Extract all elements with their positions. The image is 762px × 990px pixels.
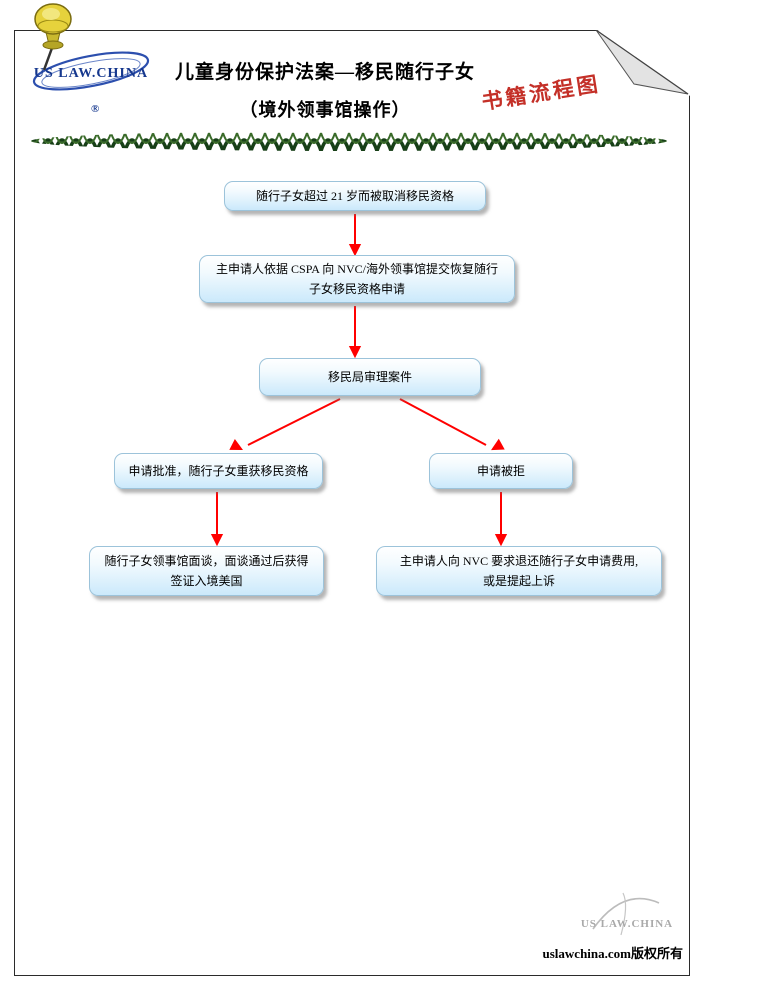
flow-node-text: 随行子女领事馆面谈，面谈通过后获得 (104, 554, 309, 568)
flow-node-text: 签证入境美国 (170, 574, 243, 588)
flow-node-text: 主申请人向 NVC 要求退还随行子女申请费用, (399, 554, 639, 568)
watermark-logo: US LAW.CHINA (563, 885, 687, 947)
flow-node-petition: 主申请人依据 CSPA 向 NVC/海外领事馆提交恢复随行 子女移民资格申请 (199, 255, 515, 303)
logo-text: US LAW.CHINA (34, 66, 148, 81)
logo: US LAW.CHINA ® (27, 41, 159, 125)
divider-rope-icon (31, 131, 667, 151)
flow-node-text: 主申请人依据 CSPA 向 NVC/海外领事馆提交恢复随行 (216, 262, 498, 276)
flow-node-text: 子女移民资格申请 (308, 282, 405, 296)
flow-node-text: 移民局审理案件 (327, 370, 412, 384)
watermark-swoosh-icon: US LAW.CHINA (581, 892, 673, 936)
registered-mark: ® (91, 103, 100, 115)
page: US LAW.CHINA ® 儿童身份保护法案—移民随行子女 （境外领事馆操作）… (14, 30, 690, 976)
flow-arrows (210, 214, 508, 547)
flow-node-approved: 申请批准，随行子女重获移民资格 (114, 453, 323, 489)
arrow-2 (348, 306, 362, 359)
logo-swoosh-icon: US LAW.CHINA (32, 51, 150, 91)
flow-node-disqualified: 随行子女超过 21 岁而被取消移民资格 (224, 181, 486, 211)
title-line-2: （境外领事馆操作） (239, 100, 411, 120)
copyright-text: uslawchina.com版权所有 (542, 946, 683, 961)
page-title: 儿童身份保护法案—移民随行子女 （境外领事馆操作） (150, 57, 500, 122)
flow-node-denied: 申请被拒 (429, 453, 573, 489)
flow-node-text: 申请批准，随行子女重获移民资格 (128, 464, 309, 478)
arrow-1 (348, 214, 362, 257)
flow-node-refund: 主申请人向 NVC 要求退还随行子女申请费用, 或是提起上诉 (376, 546, 662, 596)
title-line-1: 儿童身份保护法案—移民随行子女 (174, 62, 475, 83)
arrow-left-down (210, 492, 224, 547)
flow-node-interview: 随行子女领事馆面谈，面谈通过后获得 签证入境美国 (89, 546, 324, 596)
pushpin-icon (34, 3, 72, 71)
watermark-text: US LAW.CHINA (581, 918, 673, 930)
arrow-branch-left (229, 398, 341, 451)
flow-node-text: 或是提起上诉 (482, 574, 555, 588)
flow-node-review: 移民局审理案件 (259, 358, 481, 396)
arrow-branch-right (399, 398, 505, 451)
flow-node-text: 随行子女超过 21 岁而被取消移民资格 (255, 189, 454, 203)
arrow-right-down (494, 492, 508, 547)
fold-corner-icon (595, 30, 690, 96)
flow-node-text: 申请被拒 (476, 464, 525, 478)
